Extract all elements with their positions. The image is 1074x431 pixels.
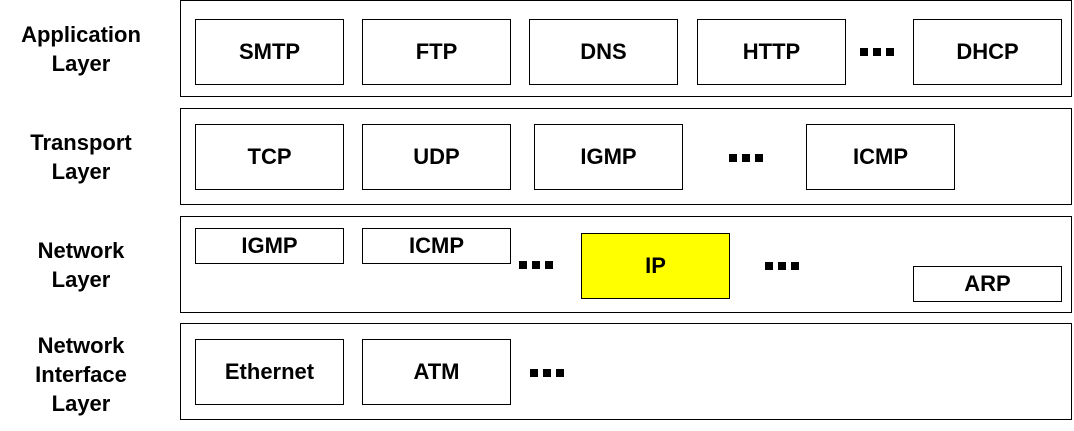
protocol-igmp-network: IGMP [195, 228, 344, 264]
protocol-tcp: TCP [195, 124, 344, 190]
transport-layer-label: Transport Layer [30, 130, 132, 184]
protocol-http: HTTP [697, 19, 846, 85]
protocol-dhcp: DHCP [913, 19, 1062, 85]
protocol-smtp: SMTP [195, 19, 344, 85]
protocol-ip: IP [581, 233, 730, 299]
network-layer-label: Network Layer [37, 238, 125, 292]
protocol-atm: ATM [362, 339, 511, 405]
network-ellipsis-right [765, 262, 799, 270]
protocol-ethernet: Ethernet [195, 339, 344, 405]
protocol-icmp-transport: ICMP [806, 124, 955, 190]
protocol-udp: UDP [362, 124, 511, 190]
protocol-arp: ARP [913, 266, 1062, 302]
protocol-icmp-network: ICMP [362, 228, 511, 264]
transport-ellipsis [729, 154, 763, 162]
protocol-igmp-transport: IGMP [534, 124, 683, 190]
protocol-dns: DNS [529, 19, 678, 85]
protocol-ftp: FTP [362, 19, 511, 85]
network-interface-layer-label: Network Interface Layer [35, 333, 127, 416]
network-interface-ellipsis [530, 369, 564, 377]
network-ellipsis-left [519, 261, 553, 269]
application-ellipsis [860, 48, 894, 56]
application-layer-label: Application Layer [21, 22, 141, 76]
